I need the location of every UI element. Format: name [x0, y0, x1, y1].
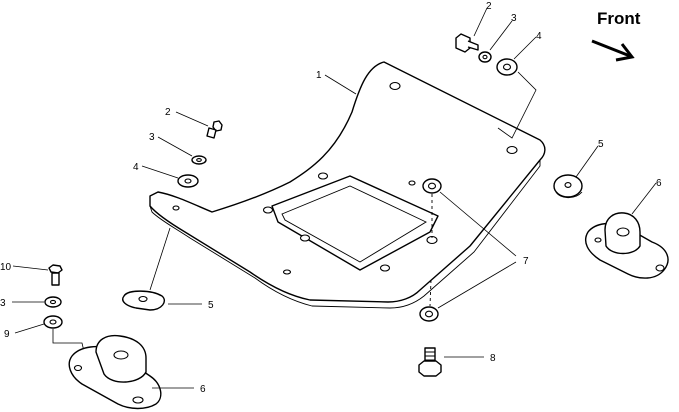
- grommet-lower: [419, 306, 439, 322]
- lower-spacer: [122, 290, 166, 311]
- top-washer: [496, 58, 518, 76]
- plate-cutout-inner-edge: [281, 185, 427, 263]
- lower-lockwasher: [44, 296, 62, 308]
- callout-5-right: 5: [598, 139, 604, 150]
- callout-10: 10: [0, 262, 12, 273]
- bottom-bolt: [418, 347, 442, 377]
- callout-3-left: 3: [149, 132, 155, 143]
- plate-hole: [506, 145, 518, 155]
- callout-4-left: 4: [133, 162, 139, 173]
- callout-4-top: 4: [536, 31, 542, 42]
- callout-2-left: 2: [165, 107, 171, 118]
- callout-3-top: 3: [511, 13, 517, 24]
- callout-6-lower: 6: [200, 384, 206, 395]
- leader-4-top: [513, 36, 537, 60]
- callout-6-right: 6: [656, 178, 662, 189]
- top-lockwasher: [478, 51, 492, 63]
- plate-hole: [389, 81, 401, 91]
- left-bolt: [206, 120, 223, 139]
- plate-hole: [408, 180, 416, 186]
- leader-6-right: [631, 182, 657, 215]
- lower-engine-mount: [68, 334, 162, 410]
- leader-9: [14, 323, 45, 334]
- left-lockwasher: [191, 155, 207, 165]
- leader-2-top: [473, 7, 488, 37]
- leader-7-lower: [437, 261, 517, 309]
- plate-hole: [262, 206, 274, 214]
- plate-center-cutout: [271, 175, 439, 271]
- callout-1: 1: [316, 70, 322, 81]
- top-bolt: [455, 33, 479, 53]
- right-spacer: [553, 174, 583, 199]
- lower-washer: [43, 315, 63, 329]
- plate-slot: [282, 269, 292, 275]
- leader-10: [12, 265, 49, 271]
- grommet-lower-axis: [429, 279, 432, 307]
- leader-4-left: [141, 165, 179, 179]
- callout-7: 7: [523, 256, 529, 267]
- left-washer: [177, 174, 199, 188]
- plate-hole: [379, 264, 391, 272]
- plate-hole: [172, 205, 180, 211]
- leader-1: [324, 74, 357, 95]
- lower-spacer-axis: [149, 227, 171, 291]
- callout-8: 8: [490, 353, 496, 364]
- plate-edge-thickness: [149, 160, 541, 309]
- leader-2-left: [175, 111, 209, 127]
- front-arrow-icon: [591, 39, 635, 62]
- lower-bolt: [48, 264, 63, 286]
- callout-5-lower: 5: [208, 300, 214, 311]
- leader-5-right: [575, 145, 599, 178]
- top-assembly-line: [497, 71, 537, 139]
- grommet-upper: [422, 178, 442, 194]
- leader-7-upper: [439, 191, 517, 257]
- callout-2-top: 2: [486, 1, 492, 12]
- leader-3-left: [157, 136, 193, 157]
- callout-9: 9: [4, 329, 10, 340]
- callout-3-lower: 3: [0, 298, 6, 309]
- right-engine-mount: [584, 212, 669, 279]
- front-label: Front: [597, 9, 641, 28]
- front-direction-indicator: Front: [591, 9, 641, 62]
- plate-hole: [299, 234, 311, 242]
- leader-3-top: [489, 20, 513, 51]
- plate-hole: [317, 172, 329, 180]
- skid-plate: [149, 61, 546, 309]
